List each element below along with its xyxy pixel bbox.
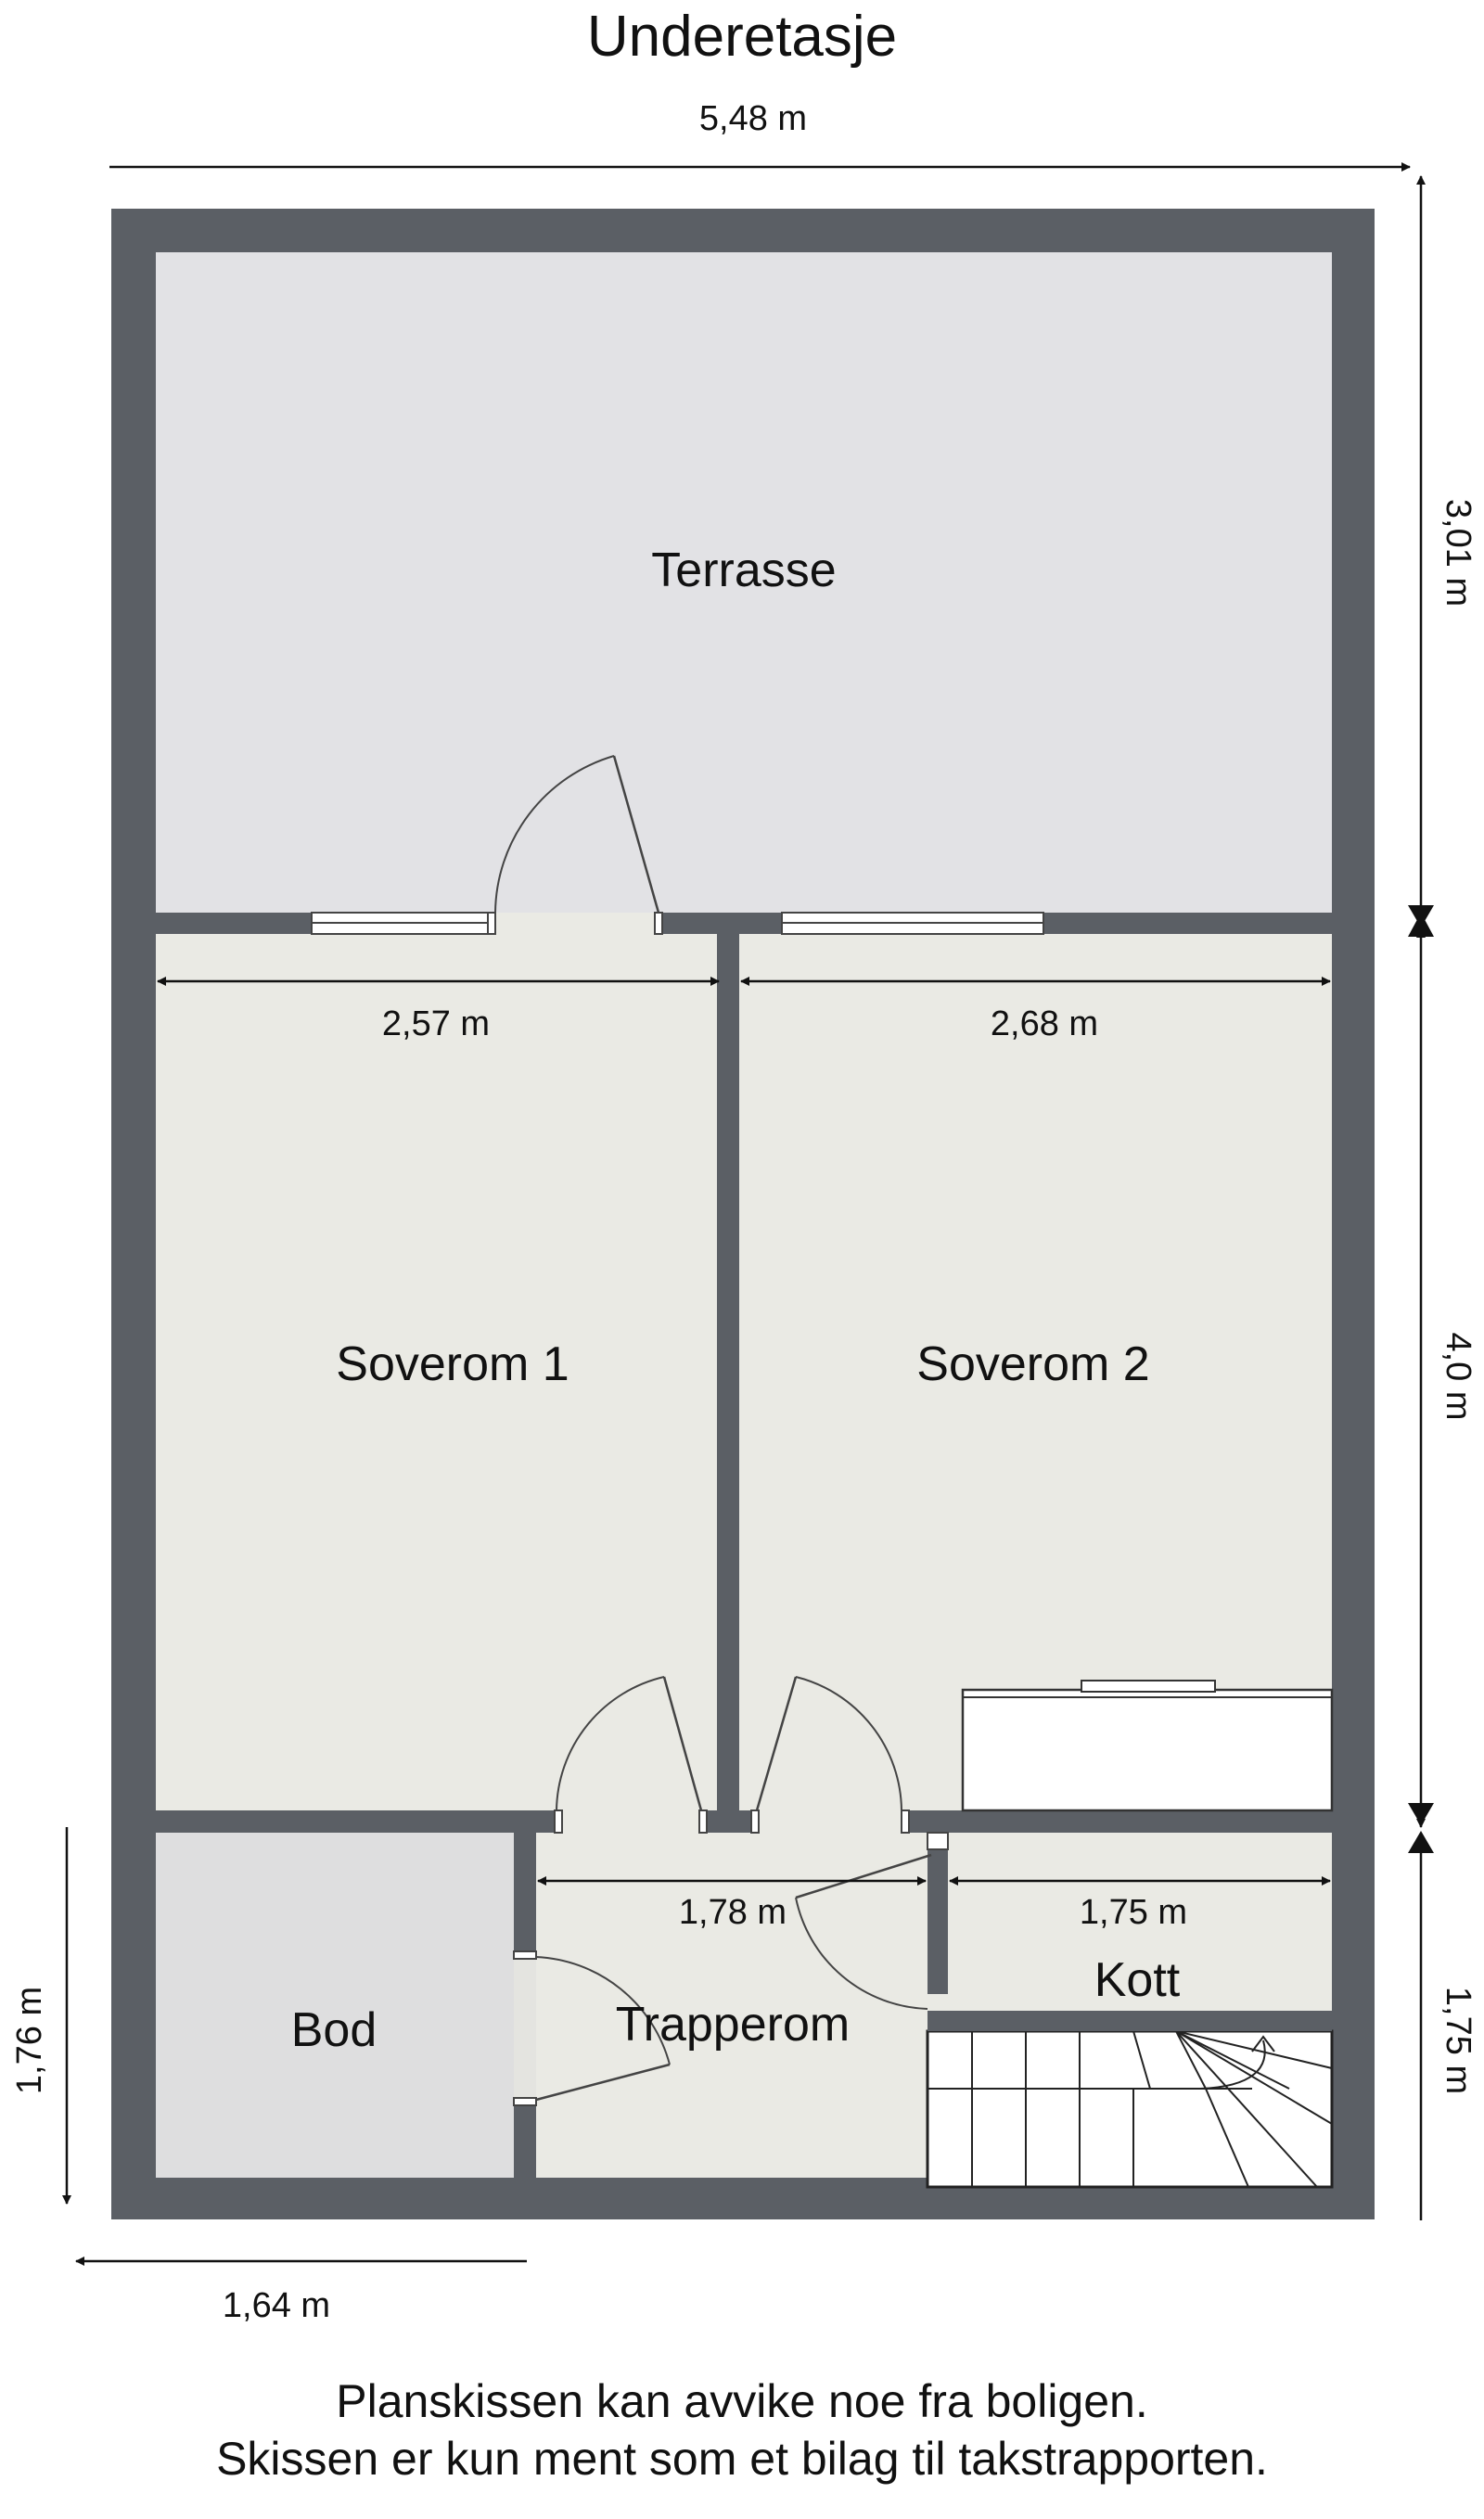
dim-label-hall-width: 1,78 m [679, 1893, 787, 1932]
dim-label-soverom2-width: 2,68 m [991, 1004, 1098, 1043]
window-terrasse-right [781, 912, 1044, 935]
dim-tick-soverom-top [1408, 905, 1434, 927]
window-terrasse-left [311, 912, 489, 935]
wardrobe [961, 1680, 1334, 1812]
soverom2-floor [739, 934, 1332, 1810]
trapperom-floor [536, 1833, 928, 2178]
dim-label-soverom-depth: 4,0 m [1439, 1332, 1478, 1420]
dim-label-bod-depth: 1,76 m [10, 1987, 49, 2094]
terrasse-floor [156, 252, 1332, 913]
door-terrasse [487, 755, 663, 935]
dim-label-bod-width: 1,64 m [223, 2286, 330, 2325]
staircase [926, 2029, 1334, 2189]
wall-between-bedrooms [717, 913, 739, 1833]
bod-floor [156, 1833, 514, 2178]
room-label-soverom2: Soverom 2 [916, 1337, 1149, 1391]
soverom1-floor [156, 934, 717, 1810]
dim-label-soverom1-width: 2,57 m [382, 1004, 490, 1043]
room-label-kott: Kott [1094, 1953, 1181, 2007]
room-label-bod: Bod [291, 2003, 377, 2057]
dim-label-total-width: 5,48 m [699, 99, 807, 138]
dim-label-kott-width: 1,75 m [1080, 1893, 1187, 1932]
dim-label-terrasse-depth: 3,01 m [1439, 499, 1478, 607]
wall-bedrooms-hall [156, 1810, 1332, 1833]
wall-kott-bottom [928, 2011, 1332, 2031]
wall-kott-left [928, 1833, 948, 2011]
door-soverom2 [750, 1676, 910, 1834]
disclaimer-line2: Skissen er kun ment som et bilag til tak… [216, 2433, 1268, 2485]
room-label-trapperom: Trapperom [616, 1998, 850, 2052]
kott-floor [948, 1833, 1332, 2011]
floor-title: Underetasje [586, 5, 898, 69]
door-soverom1 [554, 1676, 708, 1834]
door-bod [513, 1950, 671, 2106]
dim-tick-soverom-bottom [1408, 1803, 1434, 1825]
room-label-terrasse: Terrasse [651, 543, 836, 597]
room-label-soverom1: Soverom 1 [336, 1337, 569, 1391]
dim-label-bottom-right-depth: 1,75 m [1439, 1987, 1478, 2094]
dim-tick-bottom-right-top [1408, 1831, 1434, 1853]
disclaimer-line1: Planskissen kan avvike noe fra boligen. [336, 2375, 1148, 2427]
